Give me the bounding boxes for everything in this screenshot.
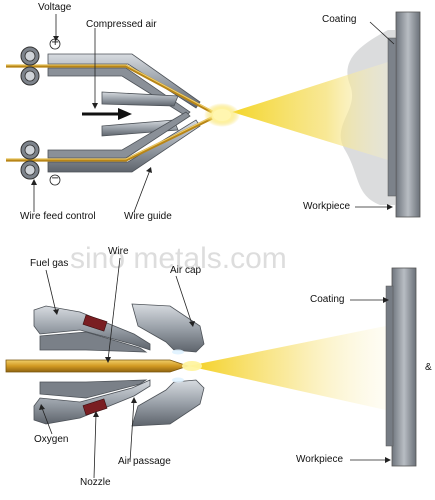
wire-rod <box>5 359 190 373</box>
gun-body-lower-inner <box>39 379 148 399</box>
label-wire-feed-control: Wire feed control <box>20 211 96 222</box>
label-coating-bottom: Coating <box>310 294 345 305</box>
minus-sign: − <box>51 173 60 184</box>
top-leader-arrowheads <box>31 36 393 210</box>
wire-upper <box>6 64 213 114</box>
gun-body-upper <box>33 305 151 351</box>
bottom-leader-lines <box>41 257 388 479</box>
bottom-diagram <box>5 257 417 479</box>
air-baffle-upper <box>101 91 179 107</box>
minus-terminal-icon <box>49 174 61 186</box>
compressed-air-arrow <box>82 108 132 120</box>
label-voltage: Voltage <box>38 2 72 13</box>
label-air-passage: Air passage <box>118 456 171 467</box>
wire-guide-lower <box>47 119 201 173</box>
wire-upper-highlight <box>6 64 213 112</box>
top-diagram <box>6 11 421 218</box>
feed-rollers-upper <box>20 46 40 86</box>
label-coating-top: Coating <box>322 14 357 25</box>
wire-guide-lower-upper-plate <box>47 111 191 159</box>
flame-tip-upper <box>172 349 184 355</box>
label-oxygen: Oxygen <box>34 434 69 445</box>
label-fuel-gas: Fuel gas <box>30 258 69 269</box>
gun-body-upper-inner <box>39 331 148 353</box>
plus-sign: + <box>51 37 60 48</box>
wire-guide-upper <box>47 53 201 109</box>
gun-body-lower <box>33 379 151 425</box>
arc-core <box>213 109 231 121</box>
spray-cone-top <box>232 62 388 160</box>
wire-lower <box>6 116 213 162</box>
insulator-upper <box>82 314 108 332</box>
air-baffle-lower <box>101 119 179 137</box>
label-workpiece-bottom: Workpiece <box>296 454 344 465</box>
workpiece-bottom <box>391 267 417 467</box>
label-workpiece-top: Workpiece <box>303 201 351 212</box>
watermark: sino metals.com <box>70 242 287 275</box>
label-nozzle: Nozzle <box>80 477 111 488</box>
coating-layer-top <box>387 37 397 197</box>
bottom-leader-arrowheads <box>39 297 391 463</box>
label-air-cap: Air cap <box>170 265 202 276</box>
air-cap-lower <box>131 379 205 427</box>
coating-layer-bottom <box>385 285 394 447</box>
wire-lower-highlight <box>6 116 213 160</box>
flame-core <box>182 361 202 371</box>
label-wire: Wire <box>108 246 129 257</box>
feed-rollers-lower <box>20 140 40 180</box>
flame-tip-lower <box>172 377 184 383</box>
label-compressed-air: Compressed air <box>86 19 157 30</box>
spray-cone-bottom <box>188 326 386 410</box>
top-leader-lines <box>33 14 395 213</box>
insulator-lower <box>82 398 108 416</box>
edge-ampersand: & <box>425 362 432 373</box>
air-cap-upper <box>131 303 205 353</box>
workpiece-top <box>395 11 421 218</box>
label-wire-guide: Wire guide <box>124 211 172 222</box>
